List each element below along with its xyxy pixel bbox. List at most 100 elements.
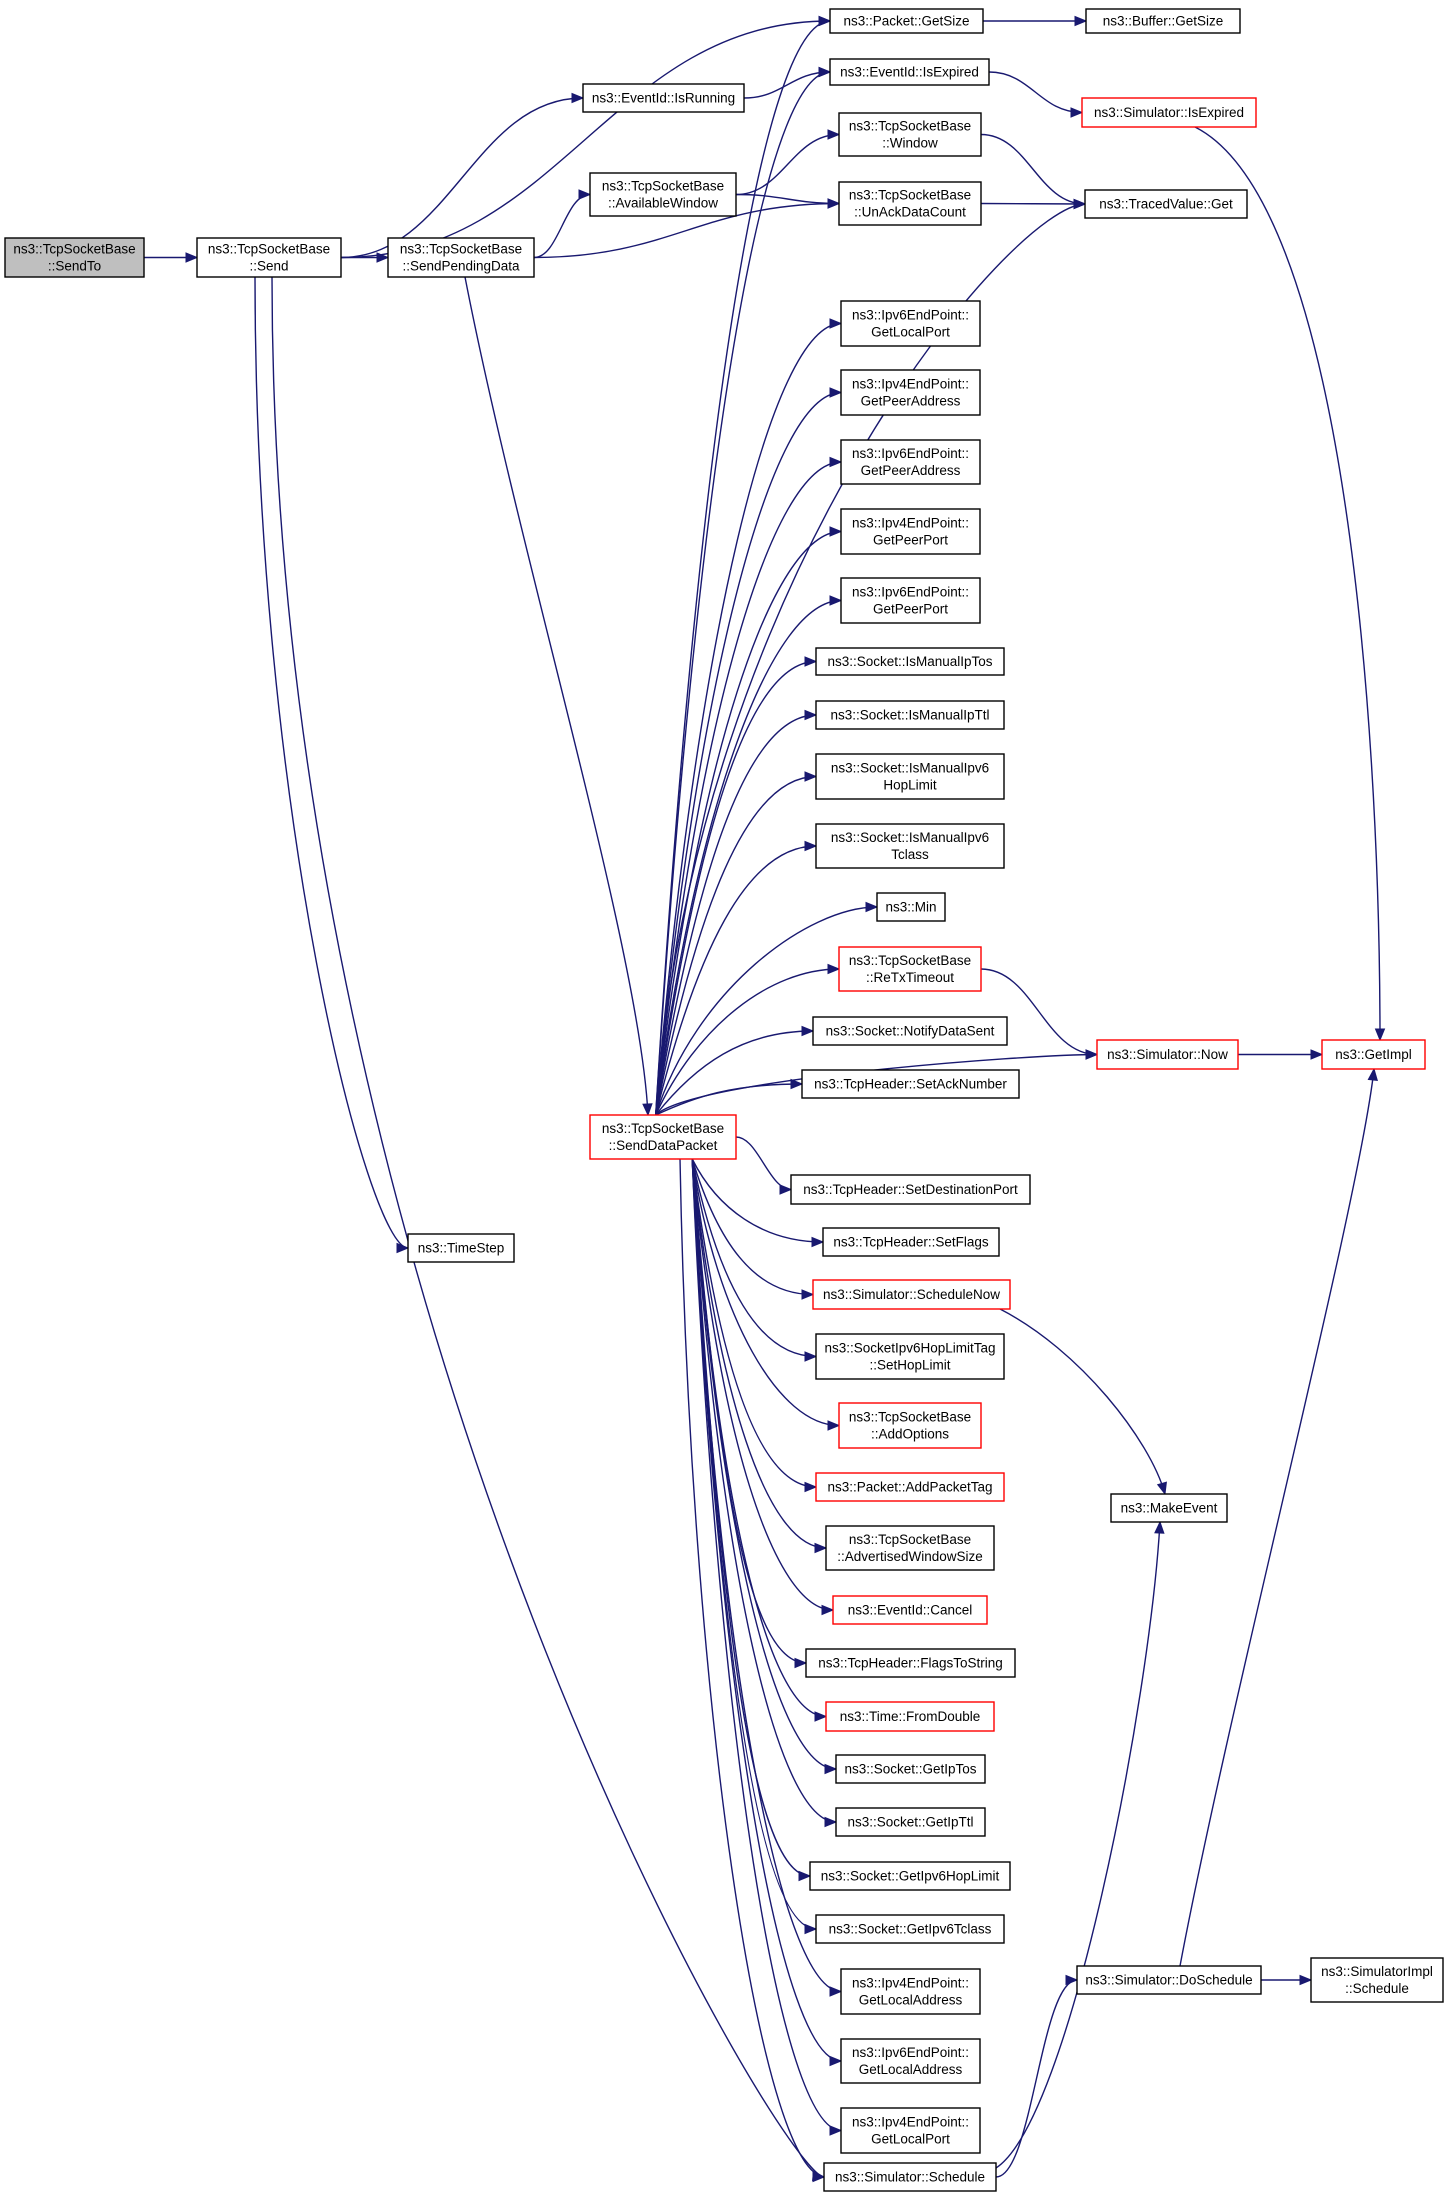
edge-senddatapacket-to-v4peeraddr	[655, 387, 843, 1116]
edge-line	[1194, 126, 1381, 1041]
node-getimpl[interactable]: ns3::GetImpl	[1321, 1039, 1426, 1070]
edge-arrowhead	[1156, 1481, 1167, 1496]
node-getv6tclass[interactable]: ns3::Socket::GetIpv6Tclass	[815, 1914, 1005, 1944]
node-senddatapacket[interactable]: ns3::TcpSocketBase::SendDataPacket	[589, 1114, 737, 1160]
node-label: ns3::Ipv6EndPoint::	[852, 585, 969, 600]
edge-arrowhead	[1074, 15, 1088, 27]
node-label: ns3::Ipv6EndPoint::	[852, 2045, 969, 2060]
edge-senddatapacket-to-fromdouble	[691, 1158, 828, 1722]
node-sendto[interactable]: ns3::TcpSocketBase::SendTo	[4, 237, 145, 278]
node-label: ns3::Socket::GetIpTos	[844, 1762, 976, 1777]
node-doschedule[interactable]: ns3::Simulator::DoSchedule	[1076, 1965, 1262, 1995]
edge-arrowhead	[814, 1711, 828, 1722]
node-availwin[interactable]: ns3::TcpSocketBase::AvailableWindow	[589, 172, 737, 217]
node-box	[876, 892, 946, 922]
node-isexpired[interactable]: ns3::EventId::IsExpired	[829, 58, 990, 86]
node-makeevent[interactable]: ns3::MakeEvent	[1110, 1493, 1228, 1523]
node-unack[interactable]: ns3::TcpSocketBase::UnAckDataCount	[838, 181, 982, 226]
node-label: ::AddOptions	[871, 1427, 949, 1442]
node-min[interactable]: ns3::Min	[876, 892, 946, 922]
edge-senddatapacket-to-schednow	[691, 1158, 815, 1300]
edge-senddatapacket-to-setdestport	[735, 1136, 793, 1195]
node-advwin[interactable]: ns3::TcpSocketBase::AdvertisedWindowSize	[825, 1525, 995, 1571]
node-buffergetsize[interactable]: ns3::Buffer::GetSize	[1085, 8, 1241, 34]
node-retx[interactable]: ns3::TcpSocketBase::ReTxTimeout	[838, 946, 982, 992]
node-schednow[interactable]: ns3::Simulator::ScheduleNow	[812, 1279, 1011, 1310]
node-cancel[interactable]: ns3::EventId::Cancel	[832, 1595, 988, 1625]
node-v6localport[interactable]: ns3::Ipv6EndPoint::GetLocalPort	[840, 300, 981, 347]
edge-schedule-to-doschedule	[995, 1974, 1079, 2178]
node-label: ns3::EventId::IsExpired	[840, 65, 979, 80]
node-box	[815, 647, 1005, 676]
node-v4peeraddr[interactable]: ns3::Ipv4EndPoint::GetPeerAddress	[840, 369, 981, 416]
edge-senddatapacket-to-cancel	[691, 1158, 835, 1616]
node-tracedget[interactable]: ns3::TracedValue::Get	[1084, 189, 1248, 219]
node-box	[840, 508, 981, 555]
node-label: ns3::Ipv4EndPoint::	[852, 2115, 969, 2130]
node-v4localaddr[interactable]: ns3::Ipv4EndPoint::GetLocalAddress	[840, 1968, 981, 2015]
node-box	[840, 300, 981, 347]
node-timestep[interactable]: ns3::TimeStep	[407, 1233, 515, 1263]
node-implschedule[interactable]: ns3::SimulatorImpl::Schedule	[1310, 1957, 1444, 2003]
node-v4peerport[interactable]: ns3::Ipv4EndPoint::GetPeerPort	[840, 508, 981, 555]
node-simnow[interactable]: ns3::Simulator::Now	[1096, 1039, 1239, 1070]
node-isrunning[interactable]: ns3::EventId::IsRunning	[582, 83, 745, 113]
node-simisexpired[interactable]: ns3::Simulator::IsExpired	[1081, 97, 1257, 128]
node-fromdouble[interactable]: ns3::Time::FromDouble	[825, 1701, 995, 1732]
node-label: ns3::TcpHeader::SetAckNumber	[814, 1077, 1007, 1092]
node-sethoplimit[interactable]: ns3::SocketIpv6HopLimitTag::SetHopLimit	[815, 1333, 1005, 1380]
node-window[interactable]: ns3::TcpSocketBase::Window	[838, 112, 982, 157]
edge-arrowhead	[804, 1481, 818, 1493]
node-sendpending[interactable]: ns3::TcpSocketBase::SendPendingData	[387, 237, 535, 278]
node-box	[815, 753, 1005, 800]
node-box	[582, 83, 745, 113]
node-ismanipttl[interactable]: ns3::Socket::IsManualIpTtl	[815, 700, 1005, 730]
node-box	[840, 2107, 981, 2154]
edge-availwin-to-window	[735, 129, 841, 196]
node-label: ns3::Simulator::ScheduleNow	[823, 1287, 1000, 1302]
node-addpackettag[interactable]: ns3::Packet::AddPacketTag	[815, 1472, 1005, 1502]
node-getiptos[interactable]: ns3::Socket::GetIpTos	[835, 1754, 986, 1784]
node-setack[interactable]: ns3::TcpHeader::SetAckNumber	[801, 1069, 1020, 1099]
node-box	[1321, 1039, 1426, 1070]
node-box	[1110, 1493, 1228, 1523]
node-v4localport[interactable]: ns3::Ipv4EndPoint::GetLocalPort	[840, 2107, 981, 2154]
edge-senddatapacket-to-v6localaddr	[691, 1158, 843, 2067]
edge-line	[980, 133, 1086, 205]
node-label: ns3::SocketIpv6HopLimitTag	[824, 1341, 995, 1356]
edge-senddatapacket-to-addoptions	[691, 1158, 841, 1431]
edge-senddatapacket-to-setack	[655, 1078, 804, 1116]
node-send[interactable]: ns3::TcpSocketBase::Send	[196, 237, 342, 278]
edge-line	[980, 968, 1098, 1056]
call-edges	[144, 15, 1386, 2183]
edge-senddatapacket-to-getv6hop	[691, 1158, 812, 1882]
node-addoptions[interactable]: ns3::TcpSocketBase::AddOptions	[838, 1402, 982, 1449]
edge-arrowhead	[829, 456, 843, 468]
edge-line	[691, 1158, 842, 2062]
edge-line	[340, 20, 831, 259]
node-setdestport[interactable]: ns3::TcpHeader::SetDestinationPort	[790, 1174, 1031, 1205]
node-label: ns3::Socket::GetIpTtl	[847, 1815, 973, 1830]
node-setflags[interactable]: ns3::TcpHeader::SetFlags	[822, 1227, 1000, 1257]
node-ismaniptos[interactable]: ns3::Socket::IsManualIpTos	[815, 647, 1005, 676]
edge-arrowhead	[824, 1763, 838, 1775]
node-notifysent[interactable]: ns3::Socket::NotifyDataSent	[812, 1016, 1008, 1046]
node-label: ns3::Min	[885, 900, 936, 915]
node-box	[815, 1914, 1005, 1944]
edge-line	[995, 1979, 1078, 2178]
edge-arrowhead	[642, 1103, 653, 1117]
node-schedule[interactable]: ns3::Simulator::Schedule	[823, 2162, 997, 2192]
node-getv6hop[interactable]: ns3::Socket::GetIpv6HopLimit	[809, 1861, 1011, 1891]
edge-arrowhead	[829, 1986, 843, 1997]
node-getsize[interactable]: ns3::Packet::GetSize	[829, 8, 984, 34]
node-v6localaddr[interactable]: ns3::Ipv6EndPoint::GetLocalAddress	[840, 2038, 981, 2084]
edge-line	[464, 276, 649, 1116]
node-v6peerport[interactable]: ns3::Ipv6EndPoint::GetPeerPort	[840, 577, 981, 624]
edge-line	[655, 1083, 803, 1116]
node-v6peeraddr[interactable]: ns3::Ipv6EndPoint::GetPeerAddress	[840, 439, 981, 485]
node-getipttl[interactable]: ns3::Socket::GetIpTtl	[835, 1807, 986, 1837]
node-flagstostring[interactable]: ns3::TcpHeader::FlagsToString	[805, 1648, 1016, 1678]
node-label: ::AvailableWindow	[608, 196, 718, 211]
